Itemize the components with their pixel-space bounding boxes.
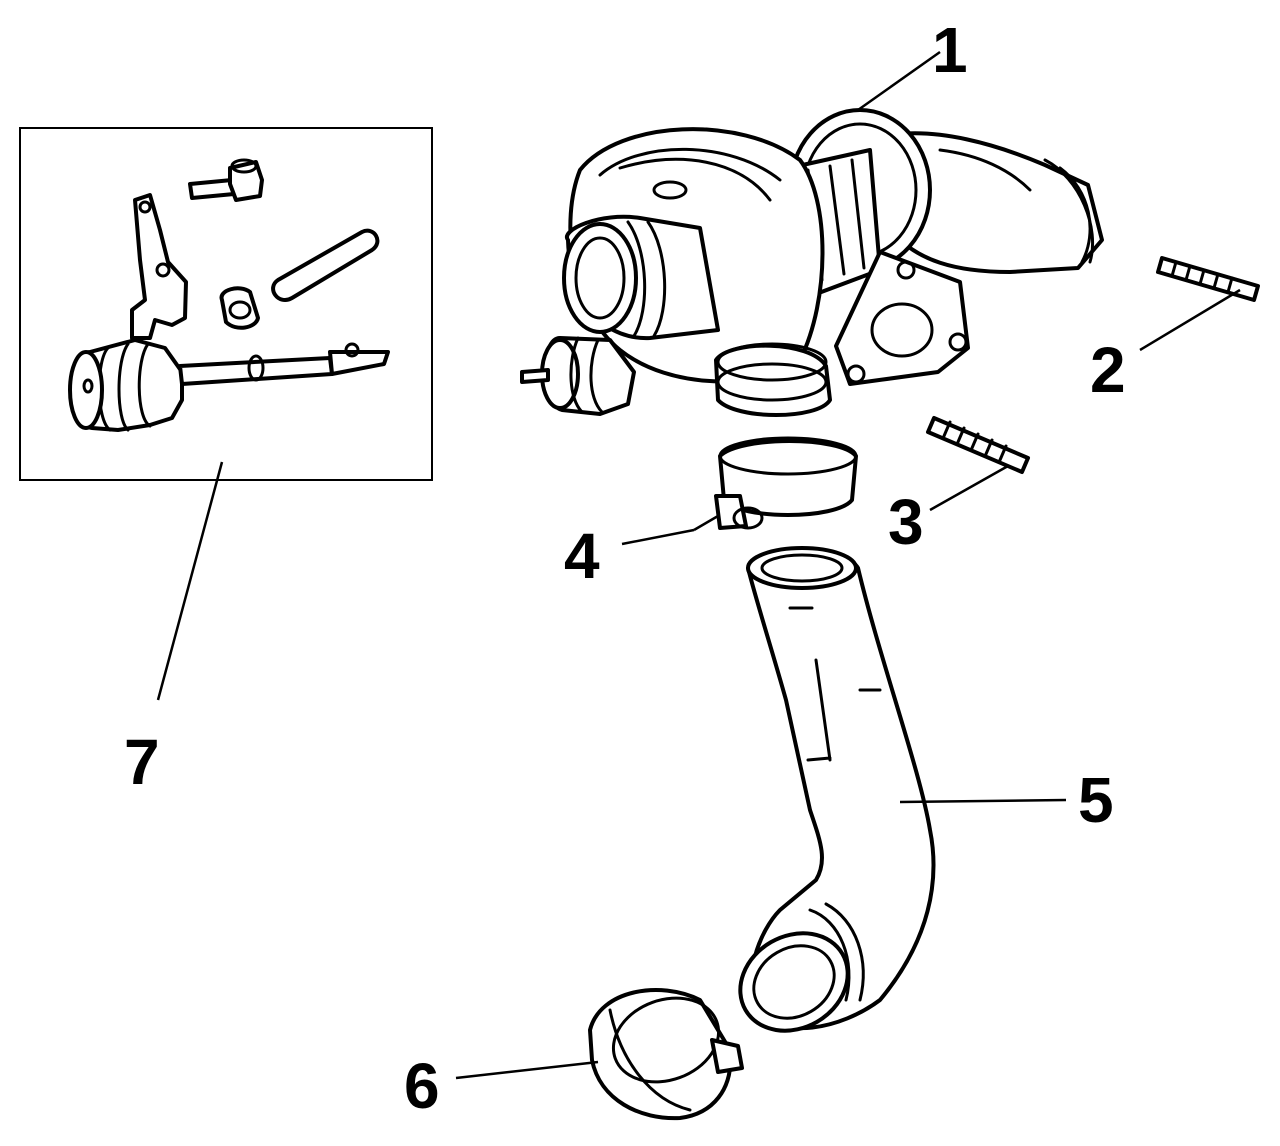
callout-2: 2 xyxy=(1090,334,1126,406)
stud-part-3 xyxy=(926,416,1030,474)
wastegate-actuator-kit xyxy=(68,158,390,432)
callout-1: 1 xyxy=(932,14,968,86)
callout-3: 3 xyxy=(888,486,924,558)
callout-7: 7 xyxy=(124,726,160,798)
callout-4: 4 xyxy=(564,520,600,592)
callout-5: 5 xyxy=(1078,764,1114,836)
callout-labels: 1 2 3 4 5 6 7 xyxy=(124,14,1126,1122)
intake-hose-part-5 xyxy=(738,546,936,1033)
hose-clamp-part-4 xyxy=(714,436,858,530)
hose-clamp-part-6 xyxy=(588,988,744,1121)
turbocharger-assembly xyxy=(520,108,1104,417)
leader-lines xyxy=(156,50,1241,1080)
stud-part-2 xyxy=(1156,256,1260,302)
callout-6: 6 xyxy=(404,1050,440,1122)
